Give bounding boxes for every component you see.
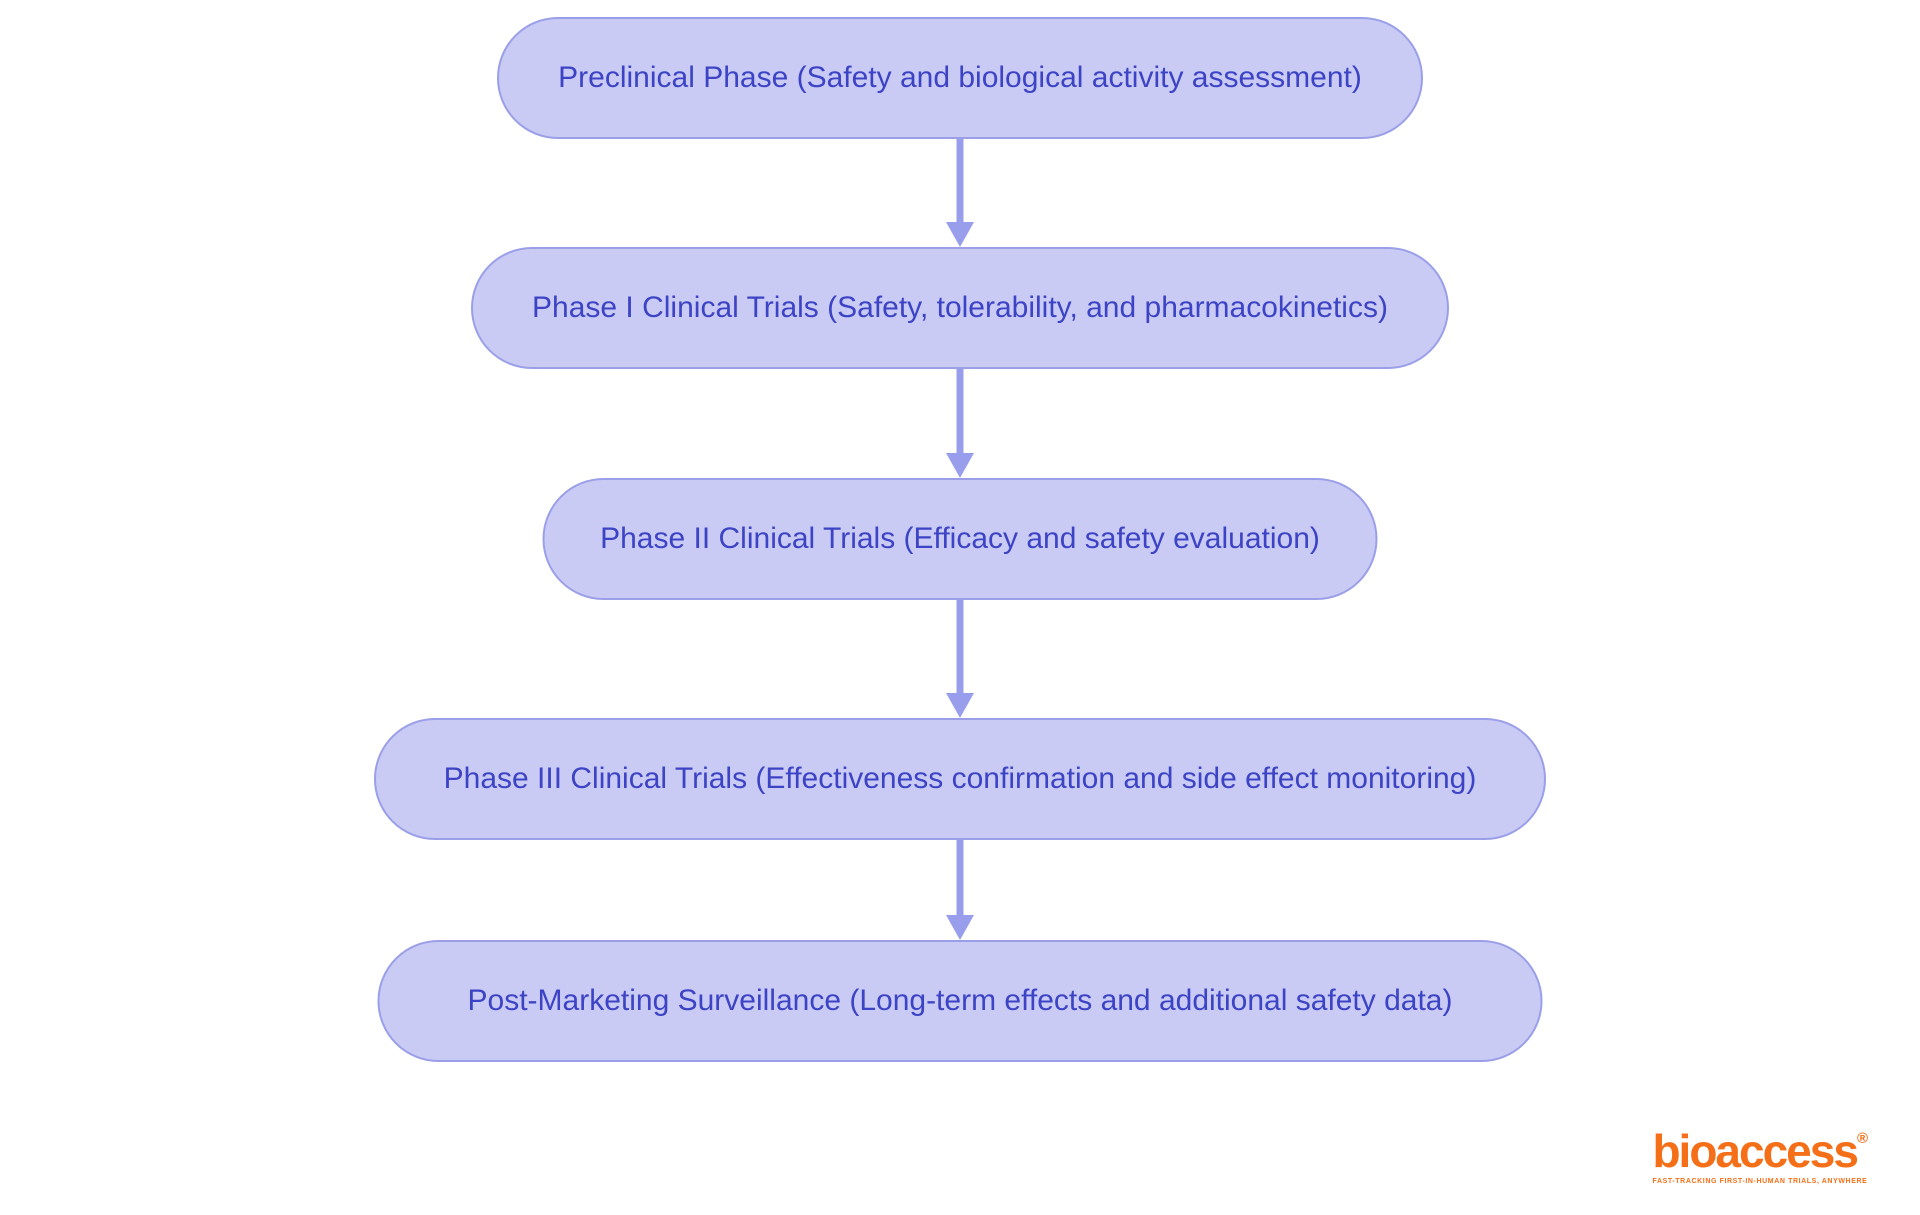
node-label: Phase III Clinical Trials (Effectiveness… (443, 762, 1477, 795)
flowchart-node-post-marketing-surveillance: Post-Marketing Surveillance (Long-term e… (377, 940, 1543, 1062)
flow-arrow-2 (946, 369, 974, 478)
arrow-head-down-icon (946, 693, 974, 718)
logo-text: bioaccess (1652, 1125, 1858, 1177)
bioaccess-wordmark: bioaccess® (1652, 1128, 1868, 1174)
arrow-head-down-icon (946, 222, 974, 247)
node-label: Phase I Clinical Trials (Safety, tolerab… (532, 291, 1388, 324)
arrow-head-down-icon (946, 453, 974, 478)
arrow-shaft (956, 369, 964, 455)
flowchart-node-phase-2-trials: Phase II Clinical Trials (Efficacy and s… (542, 478, 1378, 600)
arrow-shaft (956, 600, 964, 695)
logo-tagline: FAST-TRACKING FIRST-IN-HUMAN TRIALS, ANY… (1652, 1178, 1868, 1185)
flow-arrow-1 (946, 139, 974, 247)
flow-arrow-4 (946, 840, 974, 940)
flowchart-node-phase-3-trials: Phase III Clinical Trials (Effectiveness… (374, 718, 1546, 840)
arrow-shaft (956, 139, 964, 224)
node-label: Preclinical Phase (Safety and biological… (558, 61, 1362, 94)
node-label: Post-Marketing Surveillance (Long-term e… (467, 984, 1453, 1017)
bioaccess-logo: bioaccess® FAST-TRACKING FIRST-IN-HUMAN … (1652, 1128, 1868, 1185)
flow-arrow-3 (946, 600, 974, 718)
flowchart-node-phase-1-trials: Phase I Clinical Trials (Safety, tolerab… (471, 247, 1449, 369)
arrow-shaft (956, 840, 964, 917)
registered-trademark-icon: ® (1856, 1130, 1868, 1147)
arrow-head-down-icon (946, 915, 974, 940)
node-label: Phase II Clinical Trials (Efficacy and s… (600, 522, 1320, 555)
flowchart-node-preclinical-phase: Preclinical Phase (Safety and biological… (497, 17, 1423, 139)
